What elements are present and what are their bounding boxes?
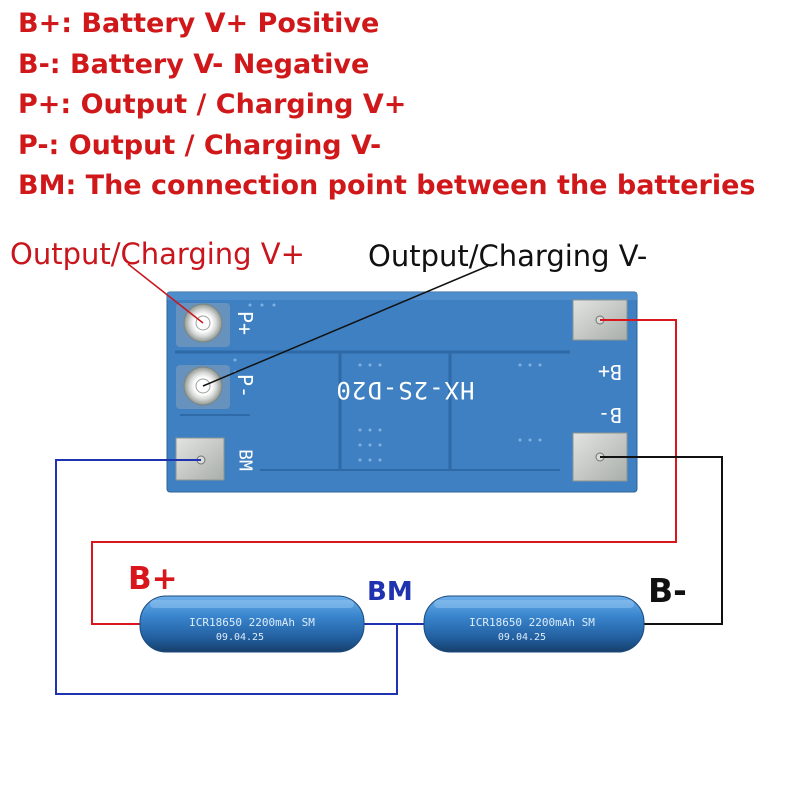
wire-b-plus <box>91 319 677 625</box>
legend-bm: BM: The connection point between the bat… <box>18 170 756 201</box>
battery-right: ICR18650 2200mAh SM 09.04.25 <box>423 595 645 653</box>
p-plus-terminal <box>176 303 230 347</box>
legend-p-minus: P-: Output / Charging V- <box>18 129 382 161</box>
wire-b-minus <box>600 456 723 625</box>
label-b-minus: B- <box>648 571 687 610</box>
legend-b-minus: B-: Battery V- Negative <box>18 48 370 80</box>
label-bm: BM <box>367 577 413 607</box>
silk-b-minus: B- <box>598 403 622 427</box>
silk-p-plus: P+ <box>233 311 257 335</box>
label-b-plus: B+ <box>128 561 178 597</box>
battery-right-date: 09.04.25 <box>498 632 546 643</box>
wires <box>55 263 723 695</box>
callout-output-positive: Output/Charging V+ <box>10 237 305 271</box>
legend-b-plus: B+: Battery V+ Positive <box>18 8 380 39</box>
silk-b-plus: B+ <box>598 360 622 384</box>
silk-bm: BM <box>235 449 256 471</box>
battery-left-label: ICR18650 2200mAh SM <box>189 616 315 629</box>
battery-left: ICR18650 2200mAh SM 09.04.25 <box>139 595 365 653</box>
via-grid <box>233 303 542 462</box>
pcb-edge-highlight <box>167 292 637 300</box>
board-model-label: HX-2S-D20 <box>335 376 474 404</box>
callout-output-negative: Output/Charging V- <box>368 239 647 273</box>
legend-p-plus: P+: Output / Charging V+ <box>18 89 407 120</box>
silk-p-minus: P- <box>233 374 257 398</box>
battery-right-label: ICR18650 2200mAh SM <box>469 616 595 629</box>
legend: B+: Battery V+ Positive B-: Battery V- N… <box>18 4 798 207</box>
wire-bm <box>55 459 398 695</box>
protection-board: P+ P- BM B+ B- HX-2S-D20 <box>166 291 638 493</box>
p-minus-terminal <box>176 365 230 409</box>
callout-line-positive <box>127 263 204 324</box>
battery-left-date: 09.04.25 <box>216 632 264 643</box>
callout-line-negative <box>202 265 489 387</box>
